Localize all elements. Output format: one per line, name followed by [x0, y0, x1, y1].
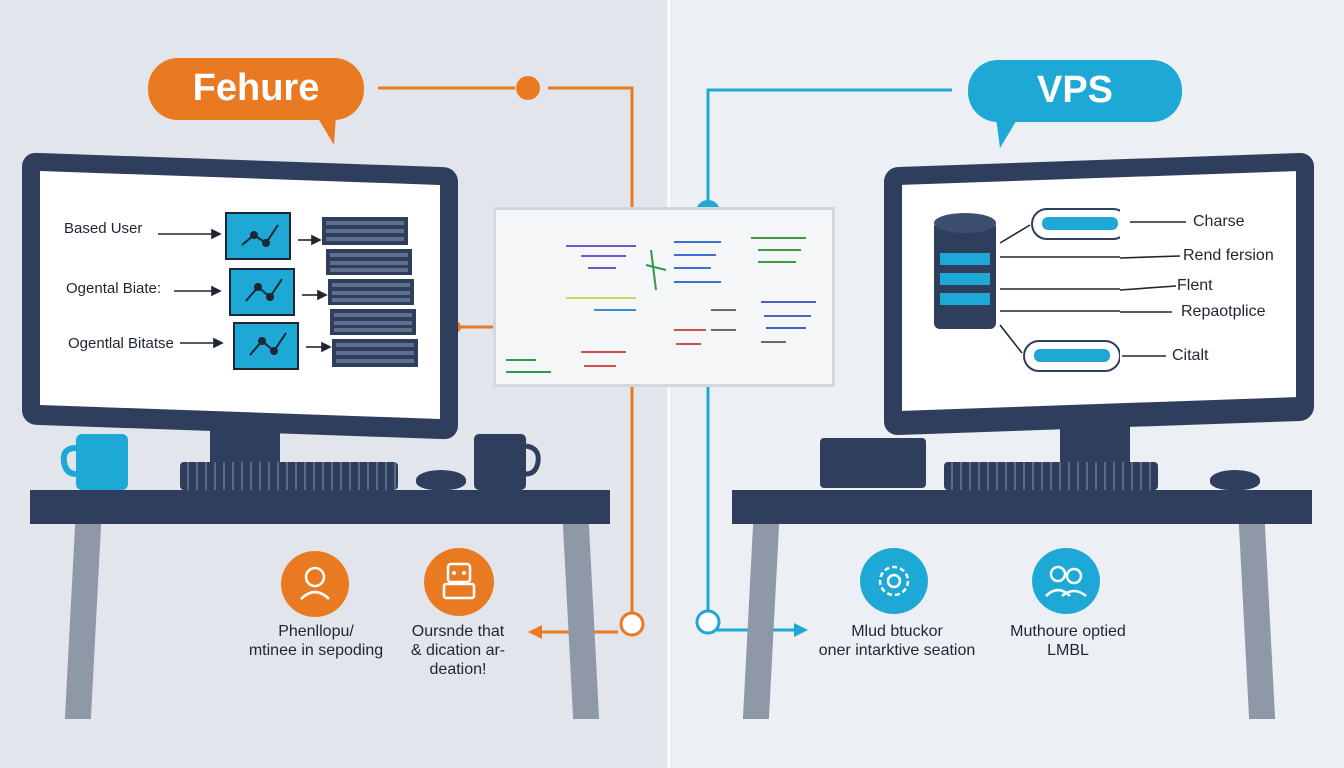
- left-title-bubble: Fehure: [148, 58, 364, 120]
- right-caption-2-line2: LMBL: [1047, 642, 1089, 659]
- left-caption-2-line2: & dication ar-: [410, 642, 506, 659]
- left-chart-tiles: [225, 212, 299, 370]
- left-keyboard: [180, 462, 398, 490]
- left-server-stacks: [322, 217, 418, 367]
- right-mouse: [1210, 470, 1260, 490]
- left-caption-2-line3: deation!: [429, 661, 487, 678]
- whiteboard: [493, 207, 835, 387]
- chart-tile-2: [229, 268, 295, 316]
- right-label-2: Rend fersion: [1183, 247, 1274, 264]
- left-bubble-tail: [316, 115, 336, 145]
- right-keyboard: [944, 462, 1158, 490]
- right-desk: [732, 490, 1312, 524]
- right-title: VPS: [1036, 69, 1114, 111]
- right-caption-2-line1: Muthoure optied: [1010, 623, 1126, 640]
- right-screen-connectors: [1120, 221, 1186, 357]
- left-row-label-2: Ogental Biate:: [66, 280, 162, 297]
- orange-arrowhead: [528, 625, 542, 639]
- right-monitor-stand: [1060, 426, 1130, 466]
- cyan-connector-top: [706, 88, 952, 200]
- left-caption-1: Phenllopu/ mtinee in sepoding: [232, 622, 400, 660]
- robot-icon: [424, 548, 494, 616]
- right-label-1: Charse: [1193, 213, 1245, 230]
- people-icon: [1032, 548, 1100, 614]
- cyan-node-bottom: [695, 609, 721, 635]
- left-row-label-3: Ogentlal Bitatse: [68, 335, 174, 352]
- right-bubble-tail: [996, 118, 1018, 148]
- right-screen-diagram: [934, 208, 1120, 372]
- right-caption-2: Muthoure optied LMBL: [998, 622, 1138, 660]
- right-caption-1-line2: oner intarktive seation: [818, 642, 976, 659]
- right-label-5: Citalt: [1172, 347, 1209, 364]
- orange-node-bottom: [619, 611, 645, 637]
- right-caption-1: Mlud btuckor oner intarktive seation: [812, 622, 982, 660]
- chart-tile-3: [233, 322, 299, 370]
- left-caption-1-line2: mtinee in sepoding: [248, 642, 384, 659]
- left-mouse: [416, 470, 466, 490]
- gear-icon: [860, 548, 928, 614]
- person-icon: [281, 551, 349, 617]
- whiteboard-scribbles: [506, 237, 816, 373]
- database-icon: [934, 213, 996, 329]
- cup-icon: [474, 434, 541, 490]
- orange-node-top: [516, 76, 540, 100]
- chart-tile-1: [225, 212, 291, 260]
- left-monitor-stand: [210, 430, 280, 465]
- left-caption-2: Oursnde that & dication ar- deation!: [388, 622, 528, 679]
- left-desk: [30, 490, 610, 524]
- right-caption-1-line1: Mlud btuckor: [851, 623, 943, 640]
- cyan-arrowhead: [794, 623, 808, 637]
- left-caption-1-line1: Phenllopu/: [278, 623, 354, 640]
- left-screen-flow: [158, 212, 418, 370]
- mug-icon: [60, 434, 128, 490]
- right-label-3: Flent: [1177, 277, 1213, 294]
- left-caption-2-line1: Oursnde that: [411, 623, 505, 640]
- right-title-bubble: VPS: [968, 60, 1182, 122]
- right-mini-pc: [820, 438, 926, 488]
- left-row-label-1: Based User: [64, 220, 143, 237]
- right-label-4: Repaotplice: [1181, 303, 1266, 320]
- left-title: Fehure: [192, 67, 320, 109]
